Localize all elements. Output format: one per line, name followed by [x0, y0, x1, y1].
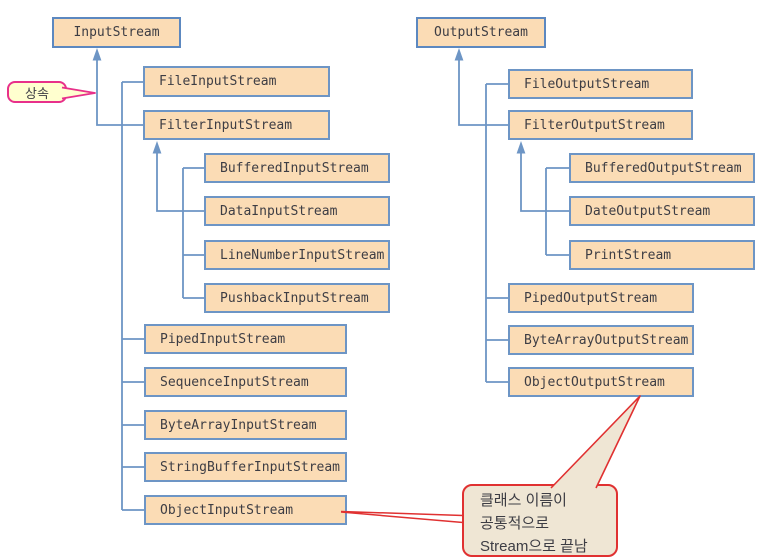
left-filter-arrow-line [156, 148, 204, 212]
arrow-up-icon [516, 141, 526, 154]
inheritance-callout: 상속 [7, 81, 67, 103]
node-stringbufferinputstream: StringBufferInputStream [144, 452, 347, 482]
node-bytearrayoutputstream: ByteArrayOutputStream [508, 325, 694, 355]
node-bytearrayinputstream: ByteArrayInputStream [144, 410, 347, 440]
node-printstream: PrintStream [569, 240, 755, 270]
right-root-arrow-line [458, 55, 508, 126]
node-objectoutputstream: ObjectOutputStream [508, 367, 694, 397]
node-filteroutputstream: FilterOutputStream [508, 110, 693, 140]
inheritance-callout-label: 상속 [25, 85, 49, 101]
node-pushbackinputstream: PushbackInputStream [204, 283, 390, 313]
node-objectinputstream: ObjectInputStream [144, 495, 347, 525]
node-bufferedoutputstream: BufferedOutputStream [569, 153, 755, 183]
note-callout-tail-line [340, 510, 464, 524]
node-datainputstream: DataInputStream [204, 196, 390, 226]
node-bufferedinputstream: BufferedInputStream [204, 153, 390, 183]
left-trunk-line [121, 81, 143, 510]
right-trunk-line [485, 83, 508, 382]
node-fileoutputstream: FileOutputStream [508, 69, 693, 99]
node-pipedinputstream: PipedInputStream [144, 324, 347, 354]
arrow-up-icon [152, 141, 162, 154]
node-inputstream: InputStream [52, 17, 181, 48]
node-outputstream: OutputStream [416, 17, 546, 48]
note-callout: 클래스 이름이 공통적으로 Stream으로 끝남 [462, 484, 618, 557]
note-callout-pointer [550, 395, 641, 489]
arrow-up-icon [92, 48, 102, 61]
node-fileinputstream: FileInputStream [143, 66, 330, 97]
arrow-up-icon [454, 48, 464, 61]
node-filterinputstream: FilterInputStream [143, 110, 330, 140]
right-filter-trunk-line [545, 167, 569, 256]
left-root-arrow-line [96, 55, 143, 126]
left-lower-branch-lines [122, 338, 144, 511]
right-lower-branch-lines [486, 297, 508, 383]
node-linenumberinputstream: LineNumberInputStream [204, 240, 390, 270]
node-pipedoutputstream: PipedOutputStream [508, 283, 694, 313]
right-filter-arrow-line [520, 148, 569, 212]
node-sequenceinputstream: SequenceInputStream [144, 367, 347, 397]
node-dateoutputstream: DateOutputStream [569, 196, 755, 226]
left-filter-trunk-line [182, 167, 204, 299]
